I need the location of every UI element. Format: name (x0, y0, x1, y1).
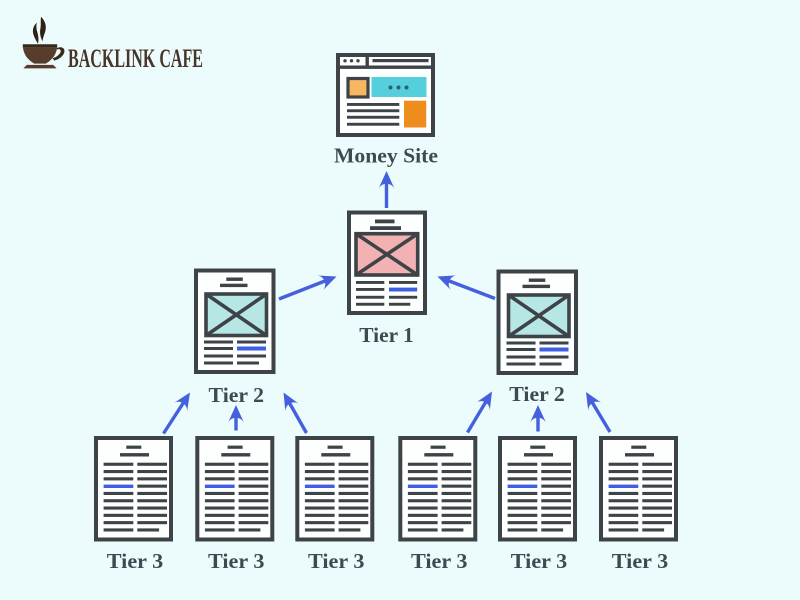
svg-text:Tier 3: Tier 3 (308, 549, 364, 573)
svg-text:Tier 2: Tier 2 (509, 382, 565, 406)
svg-text:Tier 3: Tier 3 (612, 549, 668, 573)
svg-text:Tier 2: Tier 2 (209, 383, 265, 407)
svg-text:Tier 1: Tier 1 (359, 323, 414, 347)
svg-text:Tier 3: Tier 3 (511, 549, 567, 573)
svg-text:Tier 3: Tier 3 (107, 549, 163, 573)
svg-text:BACKLINK CAFE: BACKLINK CAFE (68, 44, 203, 73)
svg-text:Tier 3: Tier 3 (411, 549, 467, 573)
svg-text:Money Site: Money Site (334, 144, 438, 168)
svg-text:Tier 3: Tier 3 (208, 549, 264, 573)
